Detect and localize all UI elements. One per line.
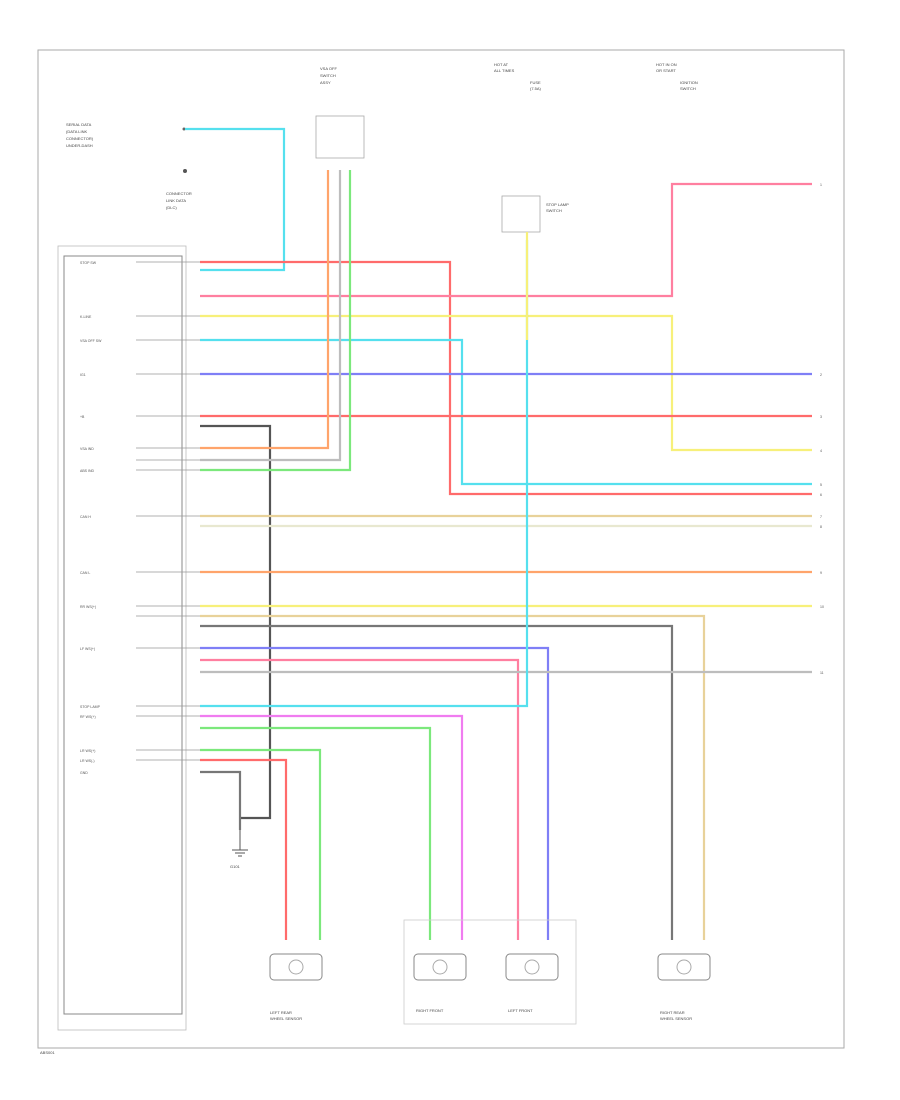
svg-text:STOP SW: STOP SW <box>80 261 97 265</box>
wheel-sensor-left-front: LEFT FRONT <box>505 953 559 1013</box>
svg-text:RR WS(+): RR WS(+) <box>80 605 96 609</box>
svg-text:SERIAL DATA: SERIAL DATA <box>66 122 92 127</box>
svg-text:ASSY: ASSY <box>320 80 331 85</box>
svg-text:RIGHT REAR: RIGHT REAR <box>660 1010 685 1015</box>
svg-text:CAN L: CAN L <box>80 571 90 575</box>
svg-text:SWITCH: SWITCH <box>546 208 562 213</box>
svg-text:LEFT REAR: LEFT REAR <box>270 1010 292 1015</box>
ecu-outline-outer <box>57 245 187 1031</box>
wheel-sensor-left-rear: LEFT REAR WHEEL SENSOR <box>269 953 323 1021</box>
svg-text:LR WS(-): LR WS(-) <box>80 759 95 763</box>
svg-text:5: 5 <box>820 483 822 487</box>
svg-text:CONNECTOR): CONNECTOR) <box>66 136 94 141</box>
svg-text:(DATA LINK: (DATA LINK <box>66 129 88 134</box>
svg-text:6: 6 <box>820 493 822 497</box>
svg-text:LR WS(+): LR WS(+) <box>80 749 95 753</box>
top-mid-connector: VSA OFF SWITCH ASSY <box>315 66 365 159</box>
svg-text:OR START: OR START <box>656 68 676 73</box>
svg-text:+B: +B <box>80 415 85 419</box>
svg-text:STOP LAMP: STOP LAMP <box>80 705 101 709</box>
svg-text:K-LINE: K-LINE <box>80 315 92 319</box>
footer-code: ABS001 <box>40 1050 55 1055</box>
svg-text:4: 4 <box>820 449 822 453</box>
svg-text:FUSE: FUSE <box>530 80 541 85</box>
svg-text:(7.5A): (7.5A) <box>530 86 542 91</box>
svg-text:LEFT FRONT: LEFT FRONT <box>508 1008 533 1013</box>
svg-text:7: 7 <box>820 515 822 519</box>
top-far-right-connector: HOT IN ON OR START IGNITION SWITCH <box>656 62 698 91</box>
ecu-pin-labels: STOP SW K-LINE VSA OFF SW IG1 +B VSA IND… <box>80 261 102 775</box>
svg-text:WHEEL SENSOR: WHEEL SENSOR <box>660 1016 692 1021</box>
svg-text:HOT IN ON: HOT IN ON <box>656 62 677 67</box>
svg-text:3: 3 <box>820 415 822 419</box>
svg-text:8: 8 <box>820 525 822 529</box>
svg-text:(DLC): (DLC) <box>166 205 177 210</box>
svg-text:10: 10 <box>820 605 824 609</box>
wheel-sensor-right-rear: RIGHT REAR WHEEL SENSOR <box>657 953 711 1021</box>
svg-text:WHEEL SENSOR: WHEEL SENSOR <box>270 1016 302 1021</box>
svg-text:HOT AT: HOT AT <box>494 62 509 67</box>
svg-text:ABS IND: ABS IND <box>80 469 94 473</box>
svg-text:UNDER-DASH: UNDER-DASH <box>66 143 93 148</box>
wires <box>185 127 812 940</box>
svg-text:9: 9 <box>820 571 822 575</box>
svg-text:SWITCH: SWITCH <box>680 86 696 91</box>
svg-text:RF WS(+): RF WS(+) <box>80 715 96 719</box>
diagram-border <box>37 49 845 1049</box>
right-connector-pins: 1 2 3 4 5 6 7 8 9 10 11 <box>820 183 824 675</box>
top-right-connector: HOT AT ALL TIMES FUSE (7.5A) STOP LAMP S… <box>494 62 569 233</box>
svg-text:SWITCH: SWITCH <box>320 73 336 78</box>
svg-text:ALL TIMES: ALL TIMES <box>494 68 515 73</box>
svg-text:STOP LAMP: STOP LAMP <box>546 202 569 207</box>
svg-text:RIGHT FRONT: RIGHT FRONT <box>416 1008 444 1013</box>
svg-text:VSA OFF: VSA OFF <box>320 66 337 71</box>
svg-text:LINK DATA: LINK DATA <box>166 198 186 203</box>
svg-text:LF WS(+): LF WS(+) <box>80 647 95 651</box>
ground-g101 <box>232 830 248 857</box>
svg-text:CAN H: CAN H <box>80 515 91 519</box>
wheel-sensor-right-front: RIGHT FRONT <box>413 953 467 1013</box>
svg-text:11: 11 <box>820 671 824 675</box>
svg-text:IGNITION: IGNITION <box>680 80 698 85</box>
svg-text:1: 1 <box>820 183 822 187</box>
svg-text:VSA IND: VSA IND <box>80 447 94 451</box>
ground-label: G101 <box>230 864 241 869</box>
svg-text:GND: GND <box>80 771 88 775</box>
svg-text:2: 2 <box>820 373 822 377</box>
svg-text:VSA OFF SW: VSA OFF SW <box>80 339 102 343</box>
top-left-connector: SERIAL DATA (DATA LINK CONNECTOR) UNDER-… <box>66 122 192 210</box>
svg-text:IG1: IG1 <box>80 373 86 377</box>
ecu-pin-stubs <box>136 261 200 761</box>
ecu-box <box>63 255 183 1015</box>
front-sensor-group <box>403 919 577 1025</box>
svg-text:CONNECTOR: CONNECTOR <box>166 191 192 196</box>
